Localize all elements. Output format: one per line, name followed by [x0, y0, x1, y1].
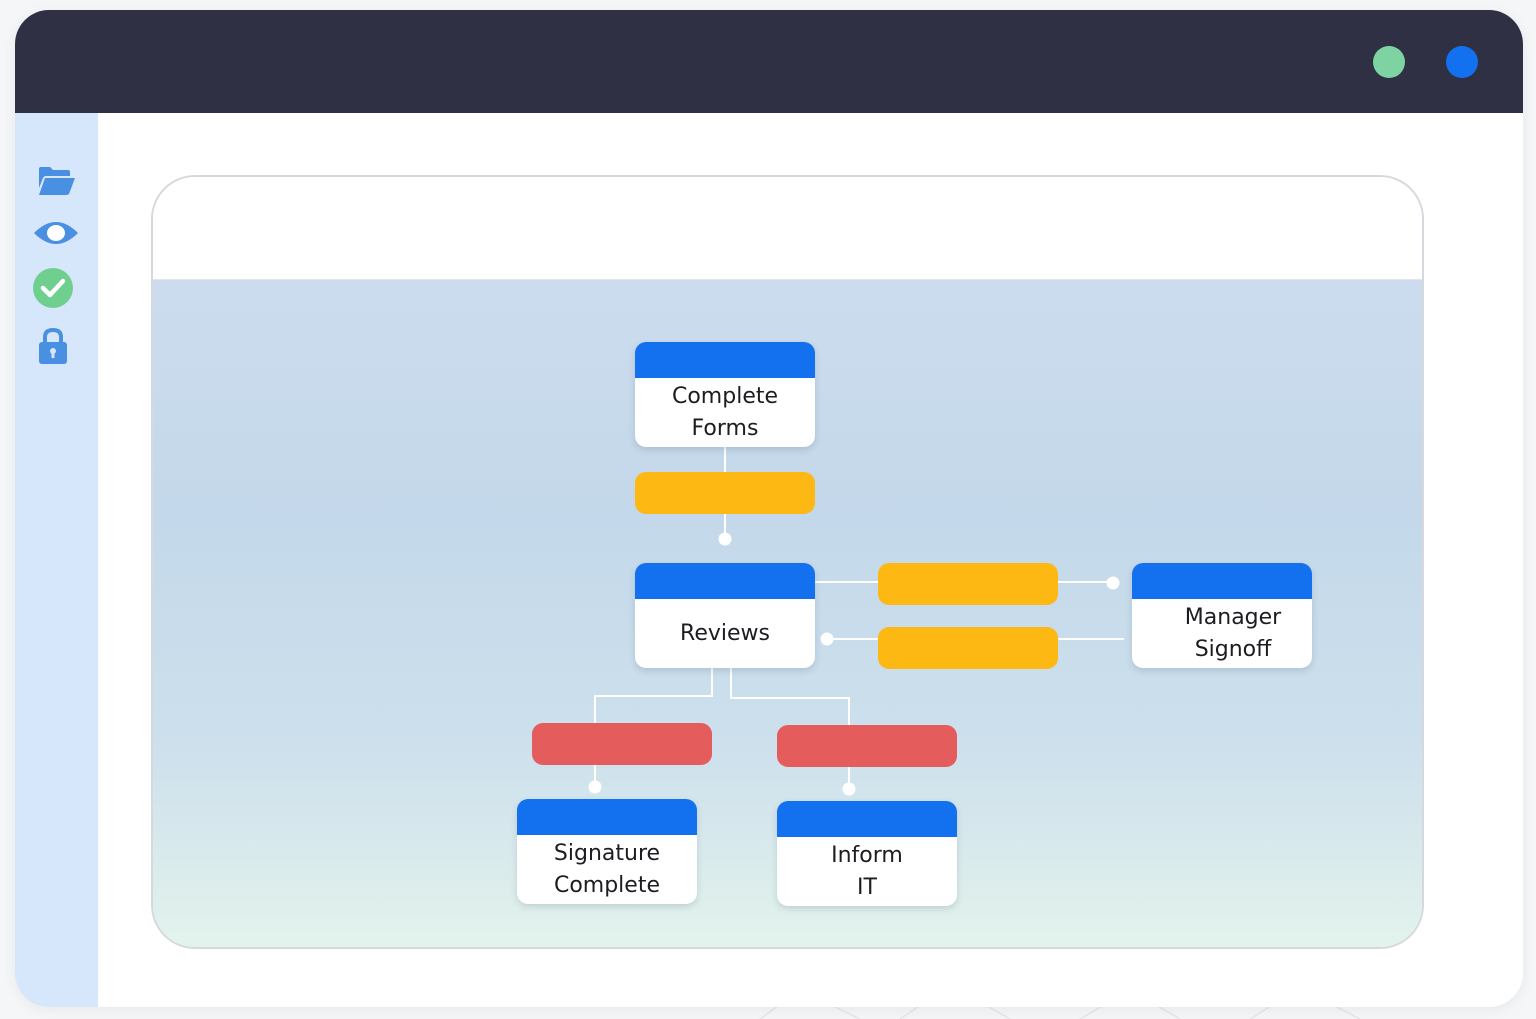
transition-pill-reviews-to-signature[interactable] [532, 723, 712, 765]
node-signature-complete[interactable]: Signature Complete [517, 799, 697, 904]
node-label: Complete Forms [671, 383, 779, 441]
eye-icon[interactable] [33, 219, 79, 247]
node-header-bar [777, 801, 957, 837]
node-manager-signoff[interactable]: Manager Signoff [1132, 563, 1312, 668]
title-bar [15, 10, 1523, 113]
transition-pill-reviews-to-signoff[interactable] [878, 563, 1058, 605]
lock-icon[interactable] [38, 327, 68, 365]
sidebar [15, 113, 98, 1007]
node-header-bar [1132, 563, 1312, 599]
node-label: Signature Complete [553, 840, 661, 898]
node-header-bar [517, 799, 697, 835]
node-complete-forms[interactable]: Complete Forms [635, 342, 815, 447]
node-reviews[interactable]: Reviews [635, 563, 815, 668]
transition-pill-signoff-to-reviews[interactable] [878, 627, 1058, 669]
transition-pill-reviews-to-inform-it[interactable] [777, 725, 957, 767]
check-circle-icon[interactable] [32, 267, 74, 309]
node-label: Inform IT [831, 842, 903, 900]
transition-pill-forms-to-reviews[interactable] [635, 472, 815, 514]
panel-header [153, 177, 1422, 279]
node-label: Manager Signoff [1184, 604, 1282, 662]
node-header-bar [635, 342, 815, 378]
folder-open-icon[interactable] [37, 165, 77, 197]
window-dot-green[interactable] [1373, 46, 1405, 78]
window-dot-blue[interactable] [1446, 46, 1478, 78]
node-header-bar [635, 563, 815, 599]
node-label: Reviews [680, 620, 770, 646]
node-inform-it[interactable]: Inform IT [777, 801, 957, 906]
